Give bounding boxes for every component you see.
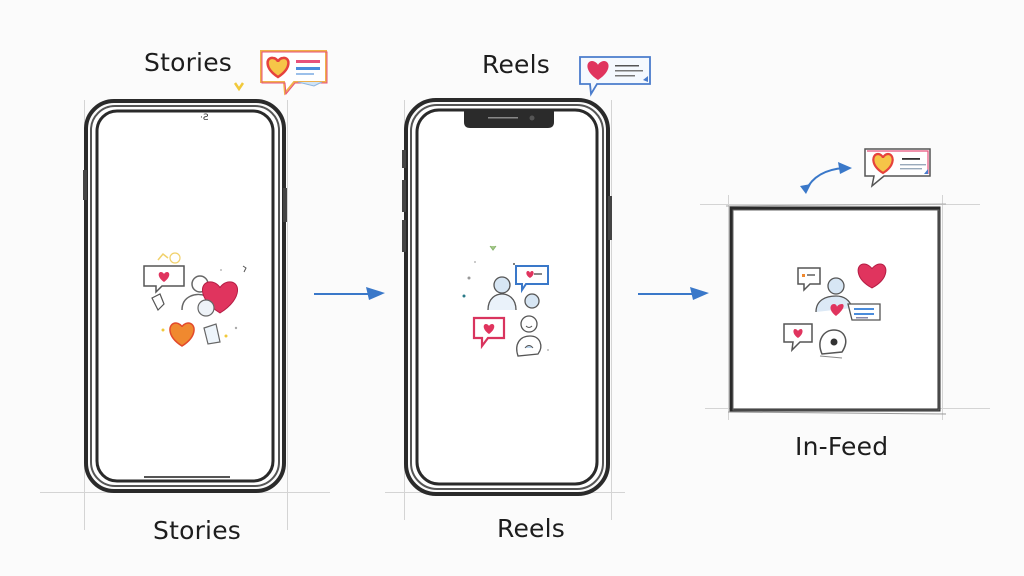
reels-top-label: Reels <box>482 50 550 79</box>
stories-top-label: Stories <box>144 48 232 77</box>
stories-engagement-cluster <box>143 252 247 347</box>
in-feed-bottom-label: In-Feed <box>795 432 889 461</box>
sparkle-icon <box>233 82 245 92</box>
stories-phone-frame: ·Ƨ <box>83 99 287 493</box>
guide-line <box>287 100 288 530</box>
guide-line <box>611 100 612 520</box>
comment-bubble-heart-icon <box>579 56 651 97</box>
arrow-right-icon <box>314 287 385 300</box>
in-feed-engagement-cluster <box>783 263 887 359</box>
comment-bubble-heart-icon <box>260 50 328 96</box>
reels-engagement-cluster <box>462 245 549 357</box>
comment-bubble-heart-icon <box>864 148 931 188</box>
guide-line <box>942 195 943 420</box>
arrow-right-icon <box>638 287 709 300</box>
reels-bottom-label: Reels <box>497 514 565 543</box>
svg-text:·Ƨ: ·Ƨ <box>200 113 209 123</box>
stories-bottom-label: Stories <box>153 516 241 545</box>
guide-line <box>728 195 729 420</box>
curved-double-arrow-icon <box>800 162 852 194</box>
